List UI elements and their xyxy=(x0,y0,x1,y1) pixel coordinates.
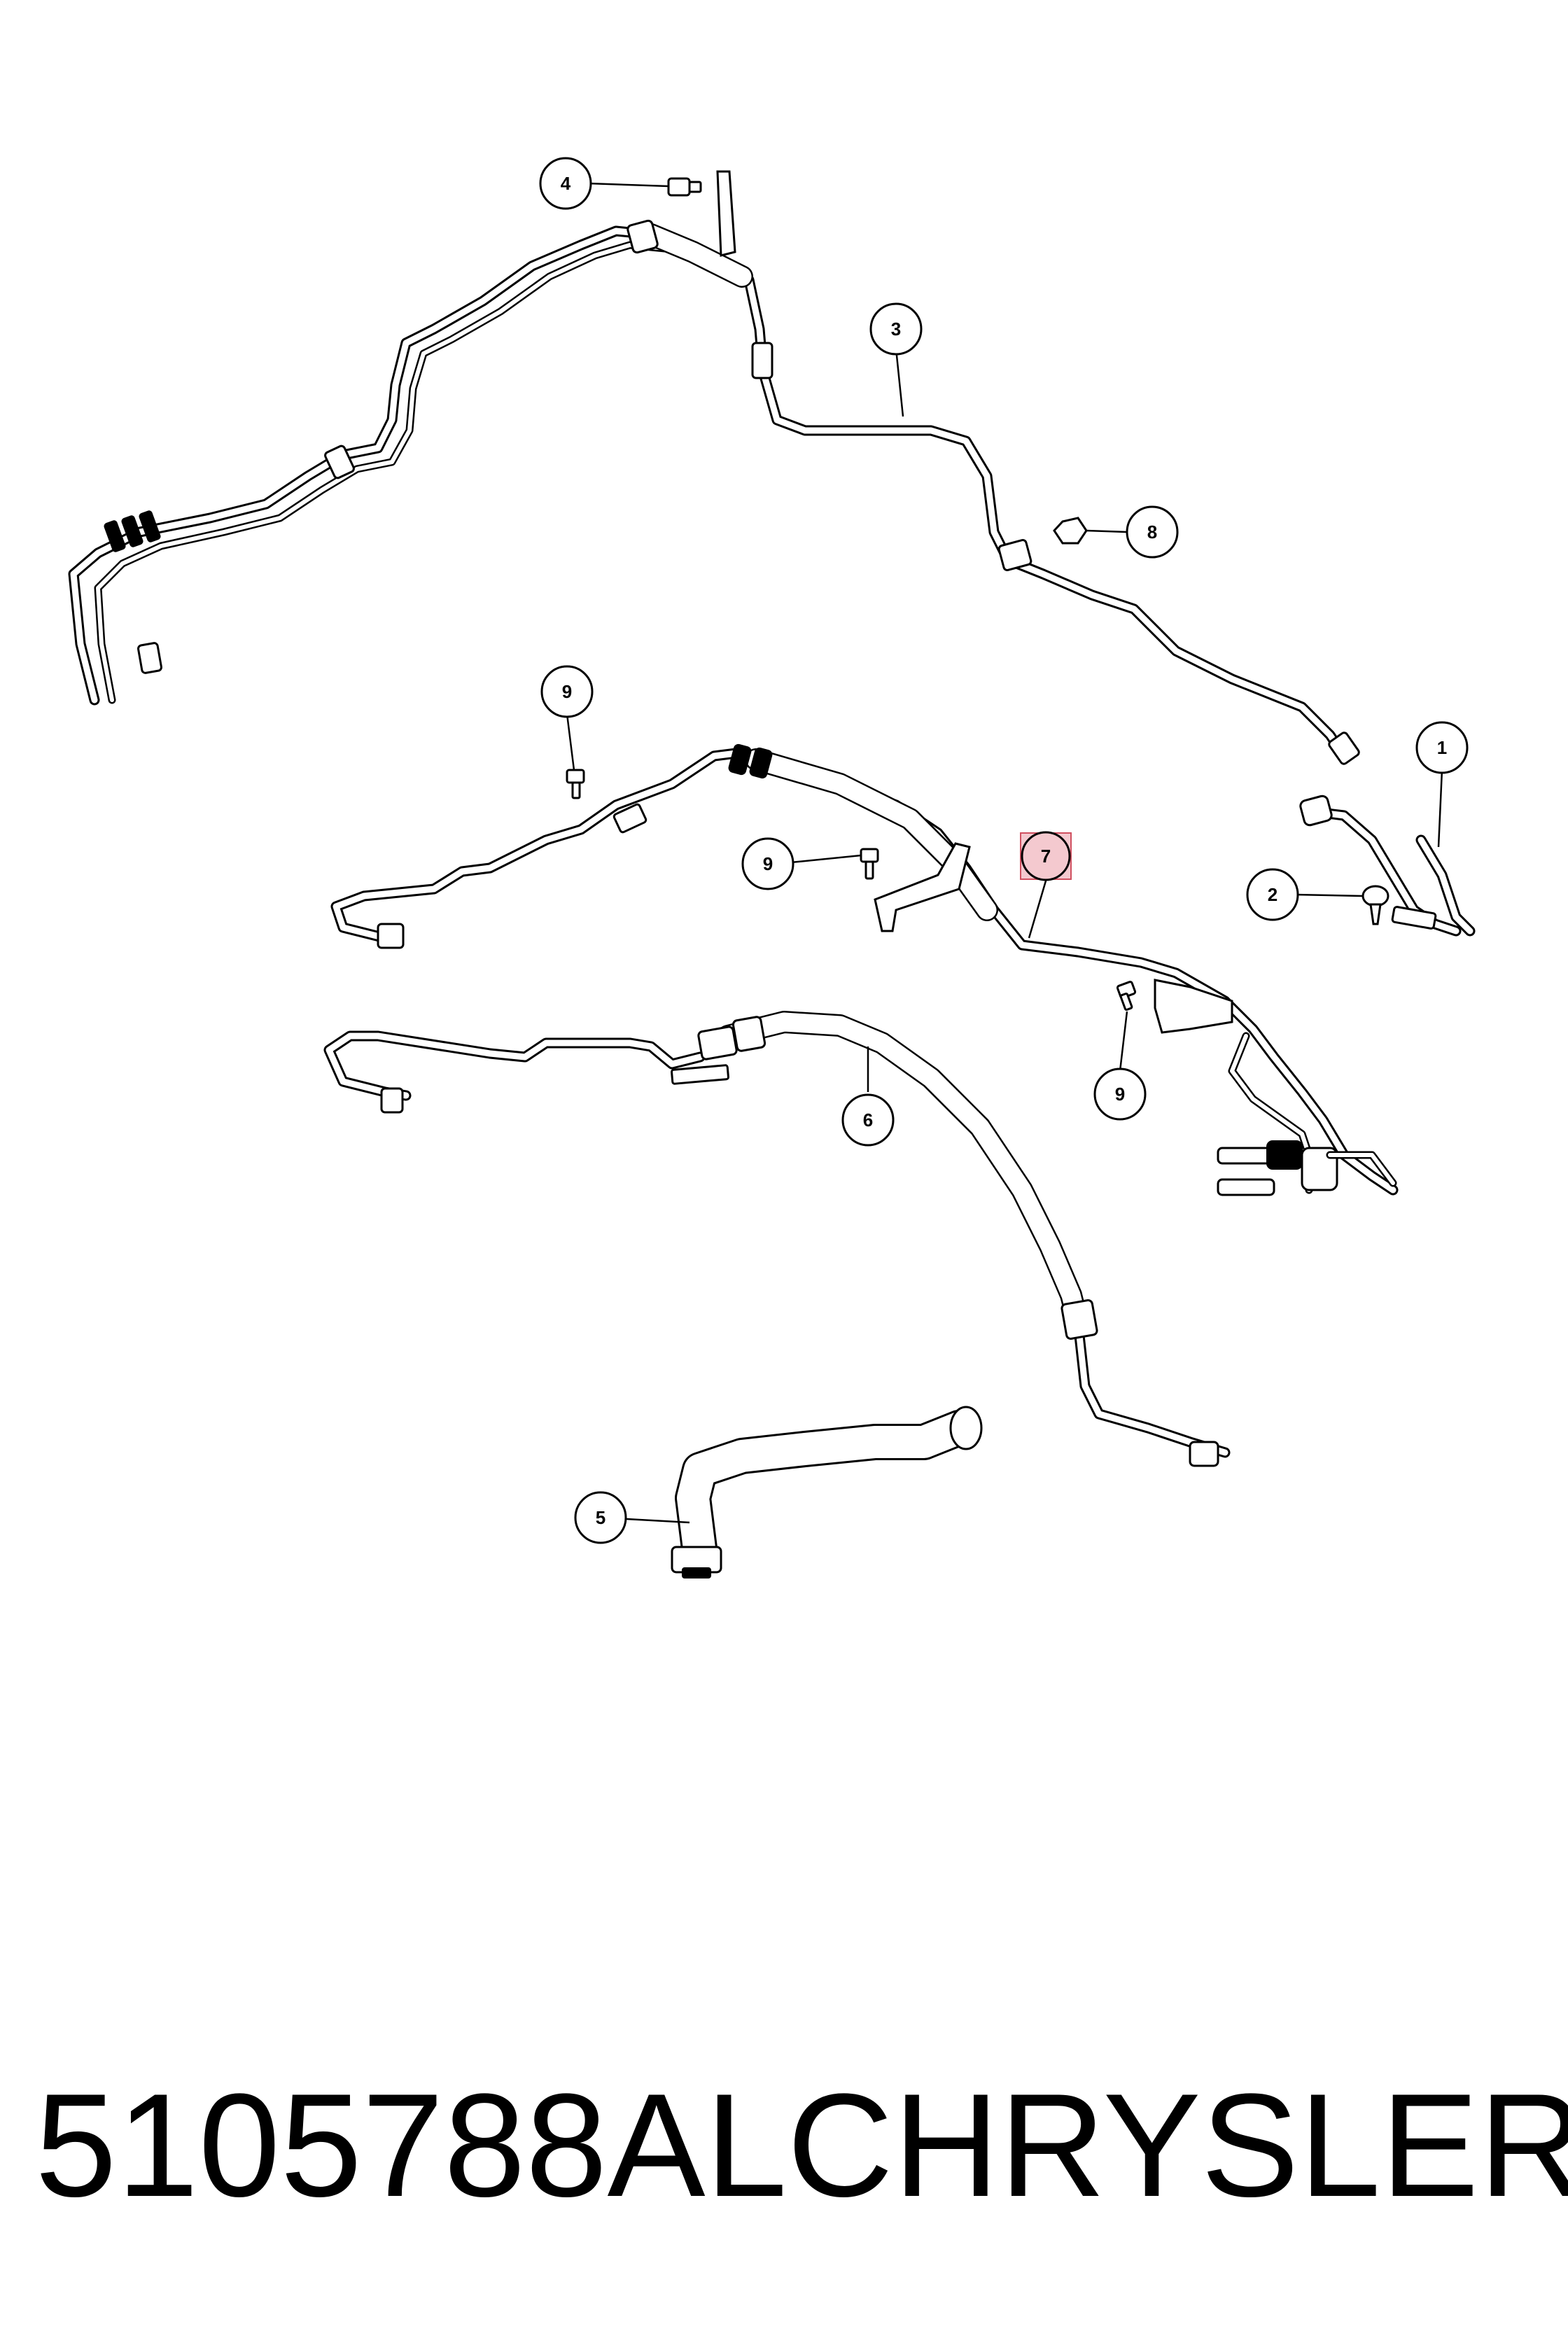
bolt-4 xyxy=(667,177,702,197)
nut-8 xyxy=(1053,517,1088,545)
callout-9-middle-label: 9 xyxy=(763,853,773,874)
callout-9-lower-label: 9 xyxy=(1115,1084,1125,1105)
callout-7[interactable]: 7 xyxy=(1020,831,1072,881)
callout-9-middle[interactable]: 9 xyxy=(741,837,794,890)
callout-6[interactable]: 6 xyxy=(841,1093,895,1147)
callout-9-upper-label: 9 xyxy=(562,681,572,702)
bolt-9-lower xyxy=(1116,981,1137,1011)
tube-1 xyxy=(1299,794,1476,937)
leader-lines xyxy=(566,182,1443,1524)
callout-9-upper[interactable]: 9 xyxy=(540,665,594,718)
brand-name: CHRYSLER xyxy=(787,2063,1568,2227)
callout-2-label: 2 xyxy=(1268,884,1278,905)
tube-assembly-3 xyxy=(68,170,1360,765)
callout-1-label: 1 xyxy=(1437,737,1447,758)
callout-8-label: 8 xyxy=(1147,522,1157,542)
tube-assembly-6 xyxy=(323,1011,1231,1467)
callout-4[interactable]: 4 xyxy=(539,157,592,210)
callout-7-label: 7 xyxy=(1041,846,1051,867)
callout-8[interactable]: 8 xyxy=(1126,505,1179,559)
clip-2 xyxy=(1362,885,1390,925)
callout-3-label: 3 xyxy=(891,318,901,340)
callout-5[interactable]: 5 xyxy=(574,1491,627,1544)
footer: 5105788AL CHRYSLER xyxy=(0,2054,1568,2236)
callout-3[interactable]: 3 xyxy=(869,302,923,356)
bolt-9-middle xyxy=(860,848,879,880)
callout-9-lower[interactable]: 9 xyxy=(1093,1068,1147,1121)
callout-2[interactable]: 2 xyxy=(1246,868,1299,921)
hose-5 xyxy=(671,1406,983,1578)
callout-4-label: 4 xyxy=(561,173,571,194)
callout-6-label: 6 xyxy=(863,1110,873,1130)
callout-5-label: 5 xyxy=(596,1507,606,1528)
part-number: 5105788AL xyxy=(35,2063,788,2227)
callout-1[interactable]: 1 xyxy=(1415,721,1469,774)
bolt-9-upper xyxy=(566,769,585,799)
tube-assembly-7 xyxy=(330,743,1399,1196)
